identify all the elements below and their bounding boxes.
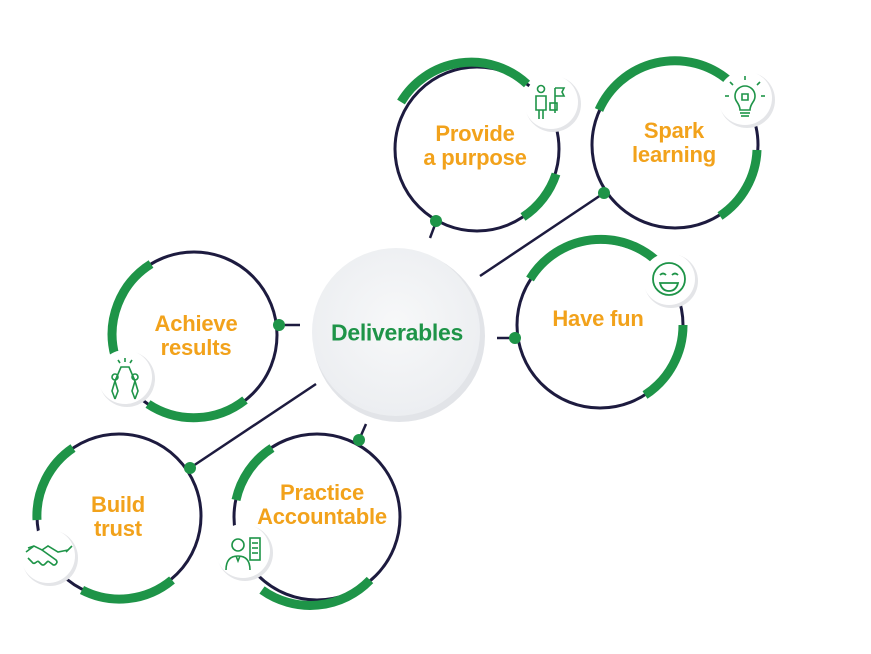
connector-build-trust — [189, 382, 317, 470]
node-label-have-fun: Have fun — [552, 306, 644, 331]
node-label-build-trust: Build trust — [91, 492, 145, 541]
node-have-fun — [509, 234, 688, 410]
smiley-icon — [643, 253, 698, 308]
node-build-trust — [32, 432, 203, 604]
node-label-spark-learning: Spark learning — [632, 118, 716, 167]
connector-spark-learning — [479, 191, 605, 278]
lightbulb-puzzle-icon — [718, 71, 775, 128]
node-spark-learning — [590, 56, 762, 230]
node-label-achieve-results: Achieve results — [154, 311, 238, 360]
node-provide-purpose — [393, 57, 561, 233]
handshake-icon — [21, 529, 78, 586]
node-label-provide-purpose: Provide a purpose — [423, 121, 527, 170]
person-checklist-icon — [216, 524, 273, 581]
center-node — [312, 248, 485, 422]
high-five-icon — [98, 350, 155, 407]
center-label: Deliverables — [331, 319, 463, 346]
node-practice-accountable — [231, 432, 402, 610]
node-label-practice-accountable: Practice Accountable — [257, 480, 387, 529]
presenter-flag-icon — [524, 75, 581, 132]
